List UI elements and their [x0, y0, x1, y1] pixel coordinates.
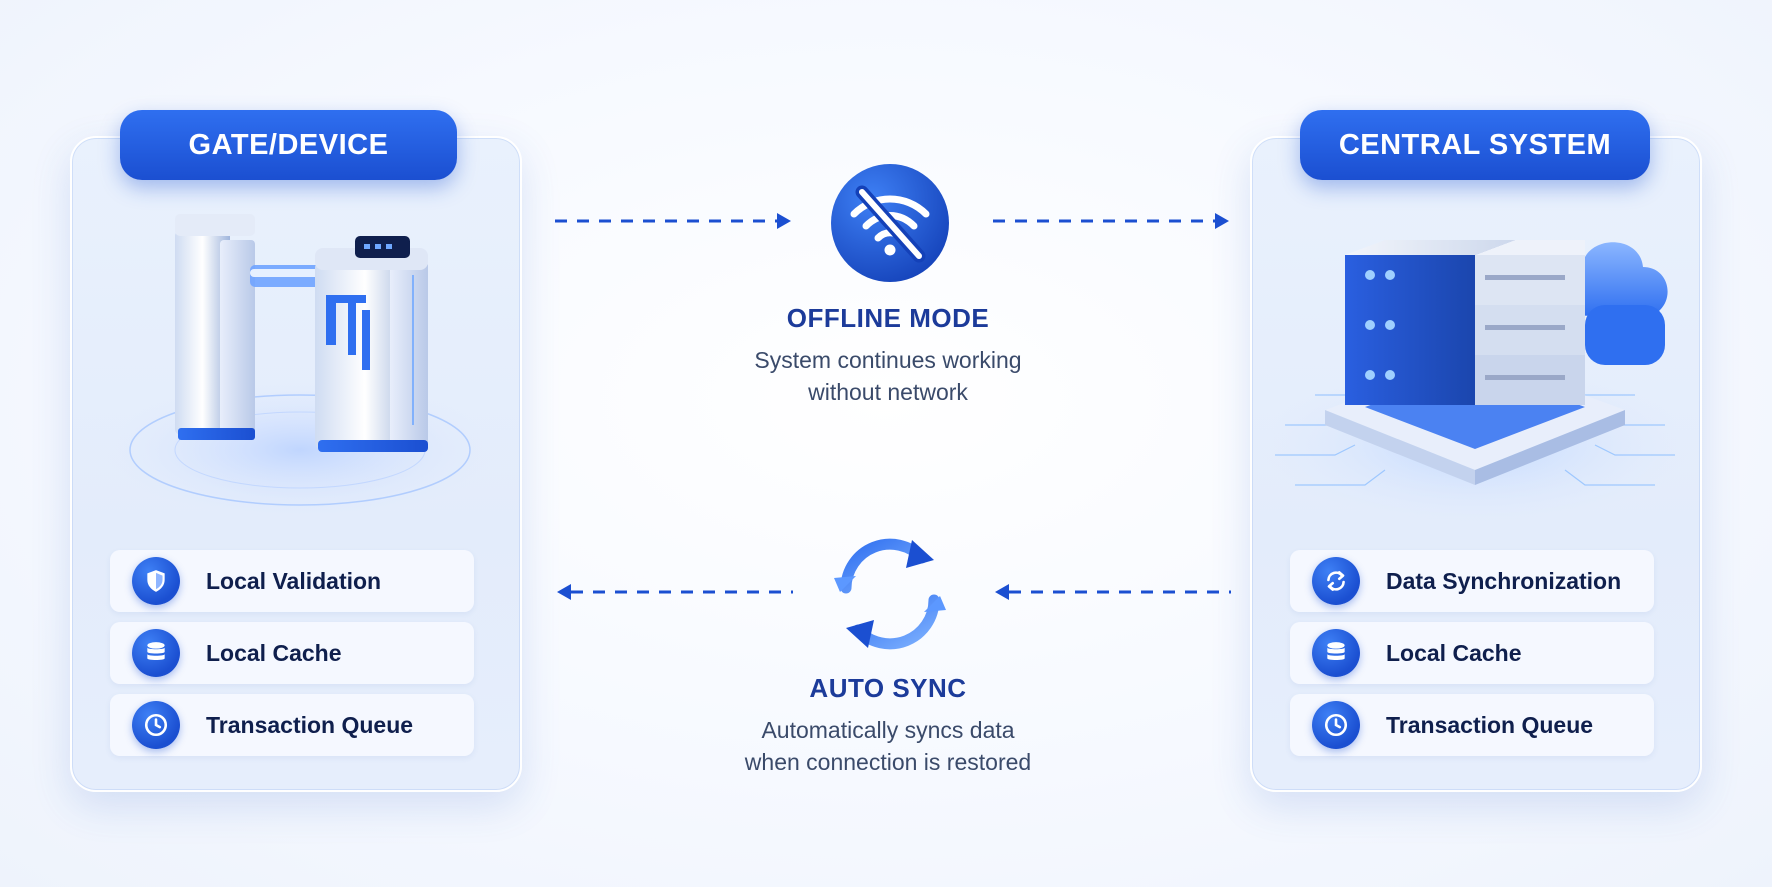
feature-label: Transaction Queue	[206, 711, 414, 738]
sync-arrows-icon	[834, 538, 946, 650]
feature-row-local-validation: Local Validation	[110, 550, 474, 612]
database-icon	[132, 629, 180, 677]
offline-mode-description: System continues working without network	[754, 347, 1022, 405]
arrow-left-to-gate	[557, 584, 793, 600]
wifi-off-icon	[831, 164, 949, 282]
arrow-right-to-central	[993, 213, 1229, 229]
feature-row-data-synchronization: Data Synchronization	[1290, 550, 1654, 612]
gate-device-title: GATE/DEVICE	[120, 110, 457, 180]
feature-row-transaction-queue: Transaction Queue	[1290, 694, 1654, 756]
arrow-right-to-offline	[555, 213, 791, 229]
turnstile-gate-illustration	[105, 214, 495, 520]
feature-label: Data Synchronization	[1386, 567, 1622, 594]
feature-row-local-cache: Local Cache	[110, 622, 474, 684]
sync-icon	[1312, 557, 1360, 605]
arrow-left-to-sync	[995, 584, 1231, 600]
clock-icon	[1312, 701, 1360, 749]
feature-label: Local Cache	[1386, 639, 1522, 666]
feature-row-local-cache: Local Cache	[1290, 622, 1654, 684]
offline-mode-title: OFFLINE MODE	[786, 303, 990, 333]
server-cloud-illustration	[1260, 240, 1690, 525]
feature-label: Transaction Queue	[1386, 711, 1594, 738]
database-icon	[1312, 629, 1360, 677]
auto-sync-description: Automatically syncs data when connection…	[744, 717, 1032, 775]
shield-check-icon	[132, 557, 180, 605]
feature-label: Local Cache	[206, 639, 342, 666]
feature-row-transaction-queue: Transaction Queue	[110, 694, 474, 756]
auto-sync-title: AUTO SYNC	[809, 673, 967, 703]
feature-label: Local Validation	[206, 567, 382, 594]
clock-icon	[132, 701, 180, 749]
central-system-title: CENTRAL SYSTEM	[1300, 110, 1650, 180]
